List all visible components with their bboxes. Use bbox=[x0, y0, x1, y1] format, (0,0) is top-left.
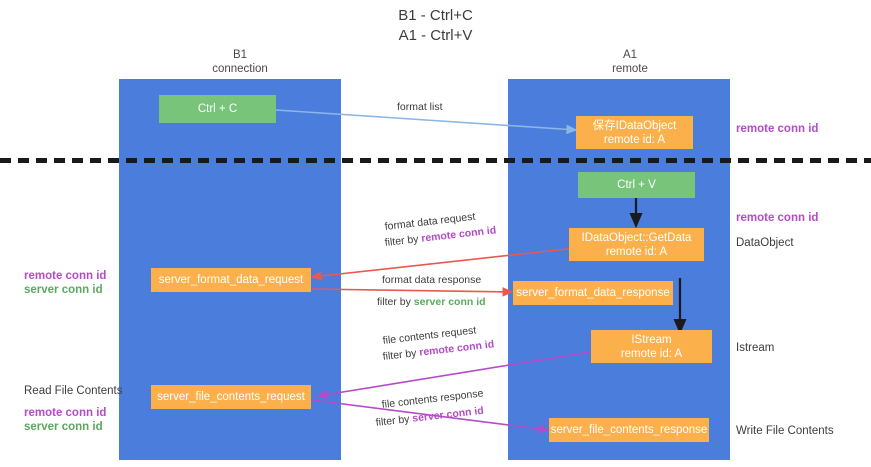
column-header-b1-role: connection bbox=[212, 63, 268, 75]
filter-prefix: filter by bbox=[377, 296, 414, 308]
box-ctrl-v[interactable]: Ctrl + V bbox=[578, 172, 695, 198]
box-ctrl-c[interactable]: Ctrl + C bbox=[159, 95, 276, 123]
filter-prefix: filter by bbox=[375, 412, 414, 429]
edge-label-format-list-text: format list bbox=[397, 101, 443, 113]
box-getdata-line2: remote id: A bbox=[605, 245, 668, 258]
annotation-right-remote-conn-id-top: remote conn id bbox=[736, 123, 819, 135]
annotation-right-remote-conn-id-mid: remote conn id bbox=[736, 212, 819, 224]
edge-label-file-contents-response: file contents response filter by server … bbox=[375, 387, 485, 430]
box-istream[interactable]: IStream remote id: A bbox=[591, 330, 712, 363]
filter-prefix: filter by bbox=[382, 346, 421, 363]
box-server-format-data-request[interactable]: server_format_data_request bbox=[151, 268, 311, 292]
box-ctrl-c-label: Ctrl + C bbox=[197, 103, 238, 115]
annotation-right-istream: Istream bbox=[736, 342, 775, 354]
edge-label-format-data-response-line1: format data response bbox=[382, 274, 482, 286]
box-server-file-contents-request[interactable]: server_file_contents_request bbox=[151, 385, 311, 409]
page-title: B1 - Ctrl+C A1 - Ctrl+V bbox=[0, 6, 871, 46]
edge-label-format-list: format list bbox=[397, 100, 443, 114]
column-header-a1-name: A1 bbox=[622, 49, 638, 61]
annotation-left-remote-conn-id-bottom: remote conn id bbox=[24, 407, 107, 419]
box-save-idataobject-line2: remote id: A bbox=[603, 133, 666, 146]
filter-key-server-conn-id: server conn id bbox=[411, 404, 485, 425]
edge-label-format-data-response: format data response filter by server co… bbox=[377, 273, 486, 309]
filter-prefix: filter by bbox=[384, 232, 423, 249]
column-header-b1: B1 connection bbox=[150, 48, 330, 76]
box-server-format-data-request-label: server_format_data_request bbox=[158, 274, 304, 286]
section-divider bbox=[0, 158, 871, 163]
title-line-1: B1 - Ctrl+C bbox=[398, 7, 473, 24]
annotation-right-write-file-contents: Write File Contents bbox=[736, 425, 834, 437]
title-line-2: A1 - Ctrl+V bbox=[398, 27, 473, 44]
edge-label-file-contents-request: file contents request filter by remote c… bbox=[382, 324, 495, 364]
column-header-b1-name: B1 bbox=[232, 49, 248, 61]
annotation-left-remote-conn-id-mid: remote conn id bbox=[24, 270, 107, 282]
annotation-left-read-file-contents: Read File Contents bbox=[24, 385, 123, 397]
box-istream-line2: remote id: A bbox=[620, 347, 683, 360]
annotation-right-dataobject: DataObject bbox=[736, 237, 794, 249]
column-header-a1-role: remote bbox=[612, 63, 648, 75]
box-save-idataobject[interactable]: 保存IDataObject remote id: A bbox=[576, 116, 693, 149]
box-getdata-line1: IDataObject::GetData bbox=[581, 231, 692, 244]
box-server-format-data-response-label: server_format_data_response bbox=[516, 287, 670, 299]
edge-label-format-data-request: format data request filter by remote con… bbox=[384, 211, 497, 250]
filter-key-server-conn-id: server conn id bbox=[413, 296, 486, 308]
box-save-idataobject-line1: 保存IDataObject bbox=[592, 119, 677, 132]
box-server-file-contents-response[interactable]: server_file_contents_response bbox=[549, 418, 709, 442]
box-getdata[interactable]: IDataObject::GetData remote id: A bbox=[569, 228, 704, 261]
box-server-format-data-response[interactable]: server_format_data_response bbox=[513, 281, 673, 305]
annotation-left-server-conn-id-bottom: server conn id bbox=[24, 421, 103, 433]
column-header-a1: A1 remote bbox=[540, 48, 720, 76]
box-server-file-contents-response-label: server_file_contents_response bbox=[550, 424, 708, 436]
edge-label-format-data-response-line2: filter by server conn id bbox=[377, 295, 486, 309]
annotation-left-server-conn-id-mid: server conn id bbox=[24, 284, 103, 296]
box-ctrl-v-label: Ctrl + V bbox=[617, 179, 656, 191]
box-istream-line1: IStream bbox=[631, 333, 672, 346]
box-server-file-contents-request-label: server_file_contents_request bbox=[157, 391, 305, 403]
